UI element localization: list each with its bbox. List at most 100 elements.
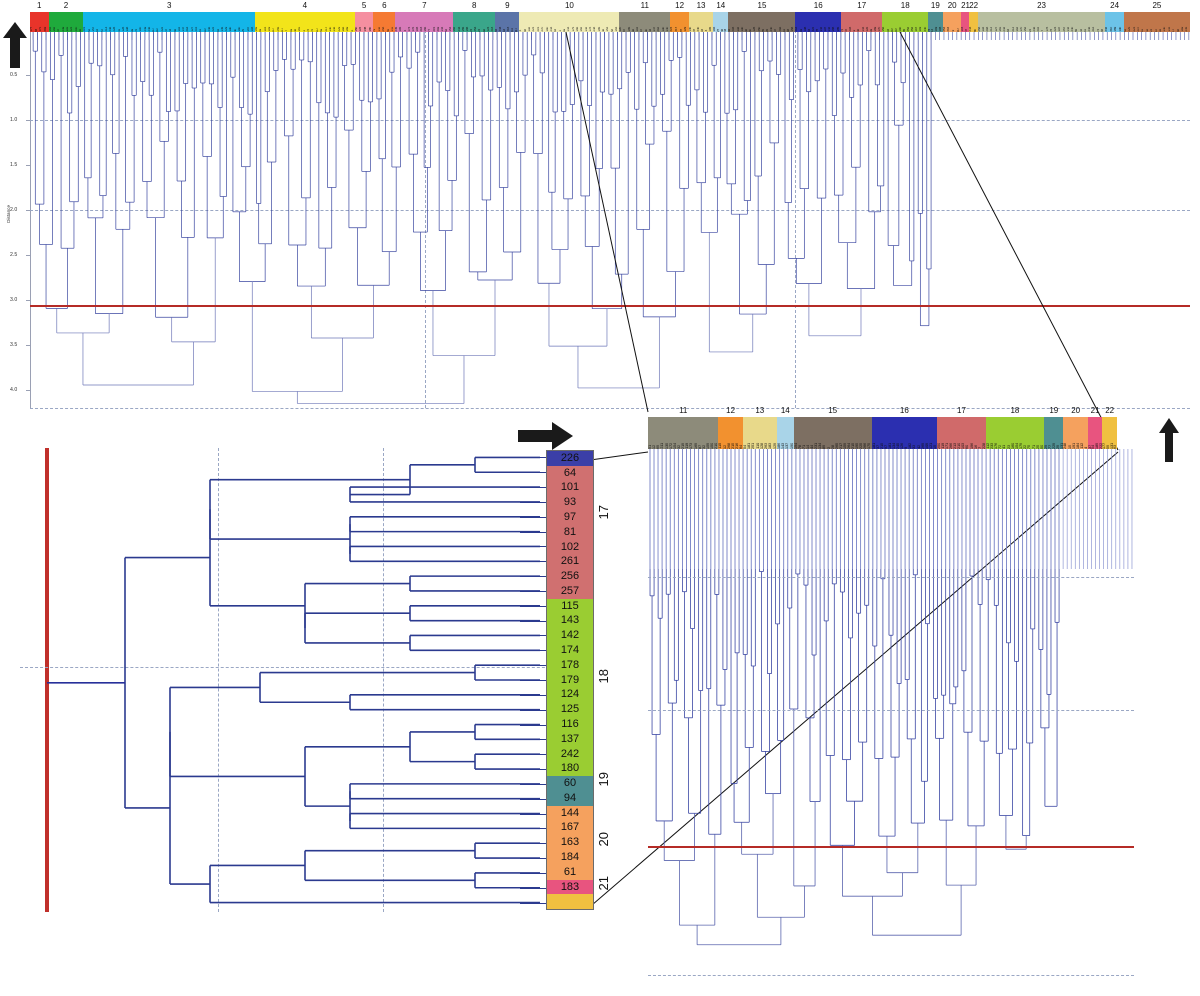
leaf-id-label: 7 xyxy=(1041,30,1045,32)
leaf-id-label: 138 xyxy=(364,27,368,32)
leaf-label[interactable]: 183 xyxy=(547,879,593,895)
y-tick-mark xyxy=(26,300,31,301)
inset-right-dendrogram-links xyxy=(649,449,1133,946)
cluster-number-12: 12 xyxy=(726,406,736,415)
cluster-number-16: 16 xyxy=(813,1,823,10)
y-tick-mark xyxy=(26,165,31,166)
leaf-label[interactable]: 115 xyxy=(547,598,593,614)
leaf-rule xyxy=(520,739,546,741)
leaf-label[interactable]: 137 xyxy=(547,731,593,747)
leaf-label[interactable]: 143 xyxy=(547,613,593,629)
leaf-id-label: 24 xyxy=(478,28,482,32)
leaf-rule xyxy=(520,843,546,845)
y-axis-line xyxy=(30,30,31,408)
leaf-id-label: 258 xyxy=(382,27,386,32)
leaf-label[interactable]: 60 xyxy=(547,776,593,791)
leaf-label[interactable]: 125 xyxy=(547,702,593,718)
main-gridline-v xyxy=(425,30,426,408)
leaf-label[interactable]: 257 xyxy=(547,584,593,599)
leaf-label[interactable]: 61 xyxy=(547,864,593,880)
leaf-id-label: 43 xyxy=(169,28,173,32)
leaf-id-label: 47 xyxy=(57,28,61,32)
main-dendrogram-links xyxy=(32,30,1190,404)
leaf-label[interactable]: 81 xyxy=(547,524,593,540)
leaf-label[interactable]: 167 xyxy=(547,820,593,836)
leaf-label[interactable]: 242 xyxy=(547,746,593,762)
leaf-label[interactable]: 184 xyxy=(547,850,593,865)
leaf-rule xyxy=(520,487,546,489)
leaf-label[interactable]: 144 xyxy=(547,805,593,821)
leaf-rule xyxy=(520,576,546,578)
leaf-label[interactable]: 64 xyxy=(547,465,593,481)
cluster-number-20: 20 xyxy=(1071,406,1081,415)
leaf-label[interactable]: 101 xyxy=(547,480,593,496)
leaf-label[interactable]: 124 xyxy=(547,687,593,703)
cluster-number-21: 21 xyxy=(1090,406,1100,415)
leaf-label[interactable]: 261 xyxy=(547,554,593,570)
leaf-label[interactable] xyxy=(547,894,593,910)
leaf-label[interactable]: 179 xyxy=(547,672,593,688)
leaf-rule xyxy=(520,754,546,756)
leaf-id-label: 222 xyxy=(212,27,216,32)
leaf-label[interactable]: 178 xyxy=(547,657,593,673)
inset-right-gridline-3 xyxy=(648,975,1134,976)
leaf-label[interactable]: 142 xyxy=(547,628,593,644)
leaf-id-label: 100 xyxy=(139,27,143,32)
leaf-label[interactable]: 163 xyxy=(547,835,593,851)
leaf-label[interactable]: 97 xyxy=(547,510,593,525)
leaf-id-label: 216 xyxy=(1092,27,1096,32)
leaf-rule xyxy=(520,635,546,637)
inset-left-dendrogram-links xyxy=(47,456,540,904)
leaf-label[interactable]: 180 xyxy=(547,761,593,777)
leaf-id-label: 225 xyxy=(1128,27,1132,32)
leaf-label[interactable]: 116 xyxy=(547,717,593,732)
leaf-label[interactable]: 226 xyxy=(547,451,593,466)
leaf-rule xyxy=(520,531,546,533)
leaf-label[interactable]: 94 xyxy=(547,790,593,806)
leaf-rule xyxy=(520,694,546,696)
leaf-label[interactable]: 102 xyxy=(547,539,593,555)
leaf-label[interactable]: 93 xyxy=(547,495,593,511)
leaf-label[interactable]: 174 xyxy=(547,643,593,658)
leaf-label[interactable]: 256 xyxy=(547,569,593,585)
